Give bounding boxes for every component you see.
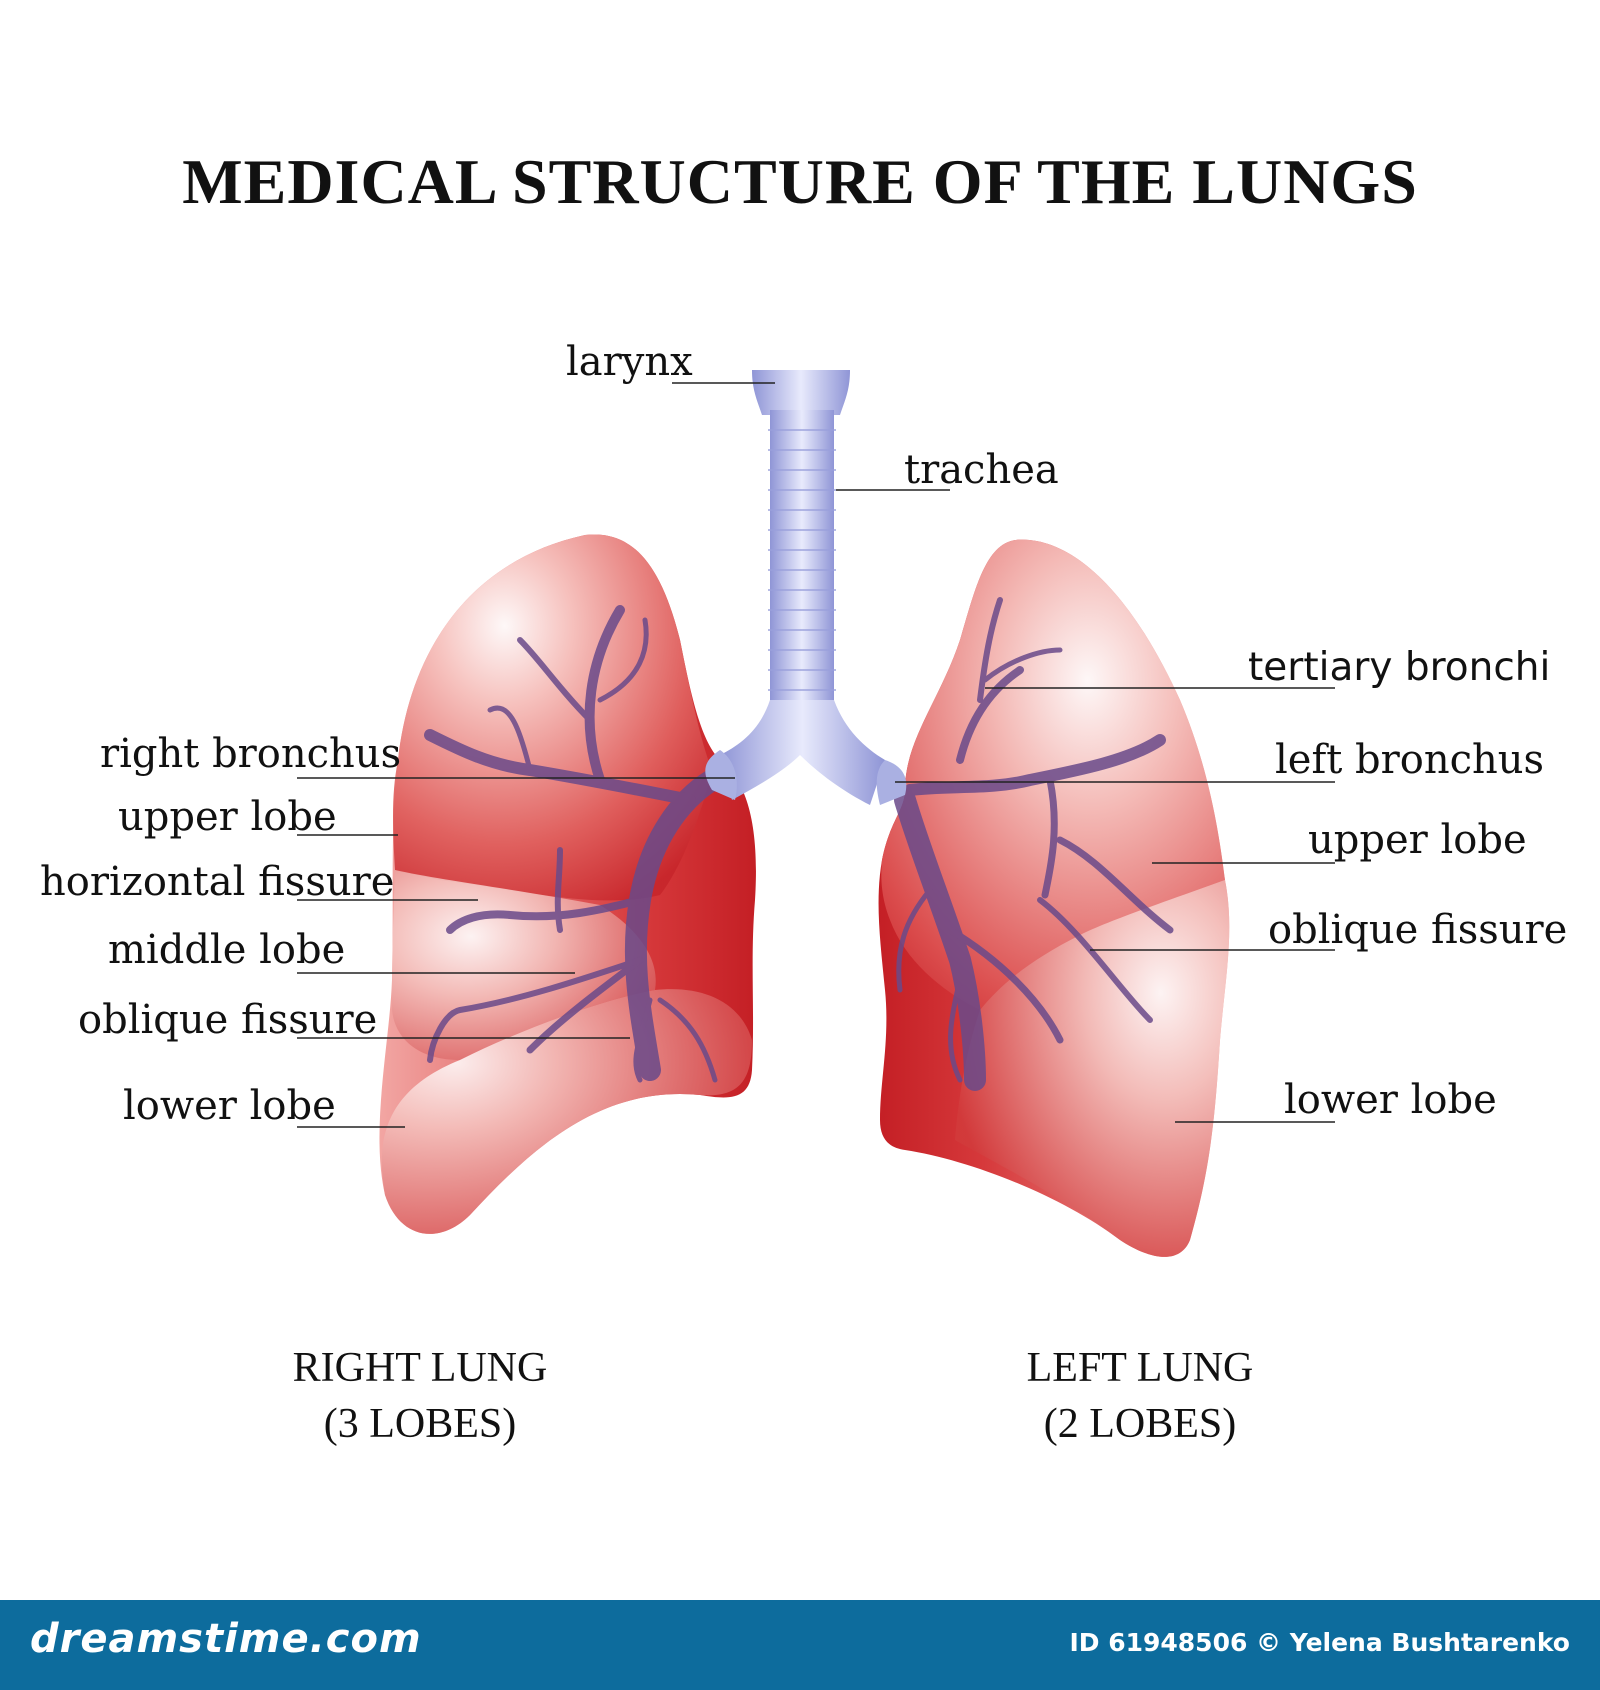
- left-lower-lobe: [955, 880, 1230, 1257]
- trachea-label: trachea: [904, 447, 1059, 493]
- right-bronchus-label: right bronchus: [100, 731, 402, 777]
- right-upper-lobe: [393, 534, 712, 901]
- right-lower-lobe-label: lower lobe: [123, 1083, 336, 1129]
- trachea-illustration: [705, 370, 907, 805]
- right-lung-caption: RIGHT LUNG (3 LOBES): [210, 1340, 630, 1452]
- larynx-label: larynx: [566, 339, 693, 385]
- right-lower-lobe: [381, 989, 752, 1234]
- right-upper-lobe-label: upper lobe: [118, 794, 337, 840]
- right-lung: [379, 534, 756, 1234]
- right-oblique-fissure-label: oblique fissure: [78, 997, 378, 1043]
- tertiary-bronchi-label: tertiary bronchi: [1248, 645, 1551, 690]
- left-lung-caption: LEFT LUNG (2 LOBES): [930, 1340, 1350, 1452]
- left-lower-lobe-label: lower lobe: [1284, 1077, 1497, 1123]
- larynx-shape: [752, 370, 850, 415]
- watermark-site: dreamstime.com: [30, 1616, 422, 1662]
- lungs-illustration: [297, 370, 1335, 1257]
- leader-lines: [297, 382, 1335, 1128]
- right-bronchial-tree: [424, 605, 723, 1083]
- diagram-title: MEDICAL STRUCTURE OF THE LUNGS: [182, 146, 1418, 217]
- left-upper-lobe-label: upper lobe: [1308, 817, 1527, 863]
- left-lung-title: LEFT LUNG: [1026, 1345, 1254, 1391]
- right-main-bronchus: [705, 750, 737, 800]
- left-main-bronchus: [876, 760, 907, 805]
- middle-lobe-label: middle lobe: [108, 927, 346, 973]
- right-lung-lobe-count: (3 LOBES): [323, 1401, 517, 1447]
- carina: [720, 700, 885, 805]
- image-credit: ID 61948506 © Yelena Bushtarenko: [1069, 1628, 1570, 1657]
- left-bronchial-tree: [894, 597, 1174, 1091]
- watermark-footer: dreamstime.com ID 61948506 © Yelena Bush…: [0, 1600, 1600, 1690]
- right-lung-title: RIGHT LUNG: [292, 1345, 548, 1391]
- left-bronchus-label: left bronchus: [1275, 737, 1545, 783]
- horizontal-fissure-label: horizontal fissure: [40, 859, 395, 905]
- left-lung: [878, 539, 1230, 1257]
- left-lung-lobe-count: (2 LOBES): [1043, 1401, 1237, 1447]
- left-oblique-fissure-label: oblique fissure: [1268, 907, 1568, 953]
